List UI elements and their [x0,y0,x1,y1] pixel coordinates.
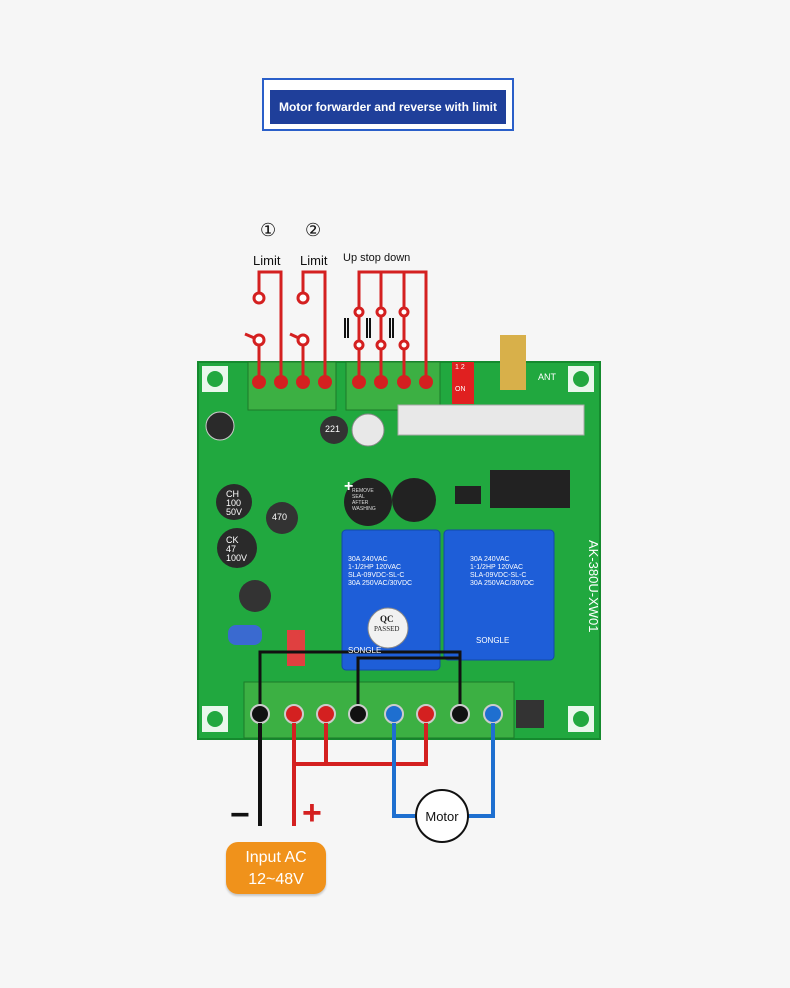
mount-hole-tl [202,366,228,392]
input-ac-box: Input AC 12~48V [226,842,326,894]
banner-title: Motor forwarder and reverse with limit [278,100,498,114]
minus-symbol: − [230,796,250,834]
mount-hole-bl [202,706,228,732]
control-buttons-label: Up stop down [343,252,411,264]
motor-symbol: Motor [415,789,469,843]
wire-blue-motor [392,723,495,818]
relay-2 [443,529,555,661]
dip-switch [452,362,474,404]
inductor-470 [266,502,298,534]
mount-hole-br [568,706,594,732]
inductor-221 [320,416,348,444]
ic-chip-small [455,486,481,504]
banner-inner: Motor forwarder and reverse with limit [268,88,508,126]
limit-switch-2 [289,270,327,382]
limit-label-1: Limit [253,253,281,268]
capacitor-right [351,413,385,447]
limit-number-1: ① [260,220,277,240]
capacitor-mid [392,478,436,522]
control-buttons-wiring [353,270,428,382]
inductor-470-text: 470 [272,512,288,522]
mount-hole-tr [568,366,594,392]
tact-button [516,700,544,728]
limit-switch-1 [244,270,283,382]
limit-number-2: ② [305,220,322,240]
antenna-connector [500,335,526,390]
inductor-221-text: 221 [325,424,341,434]
wire-black-loop [258,650,462,714]
title-banner: Motor forwarder and reverse with limit [262,78,514,136]
qc-stamp [367,607,409,649]
buzzer [344,478,392,526]
bottom-terminal-strip [243,681,515,739]
relay-1 [341,529,441,671]
top-terminal-dots [252,375,433,389]
input-ac-line2: 12~48V [248,871,304,888]
rf-module [397,404,585,436]
pushbutton-symbols [344,318,394,338]
capacitor-ck [217,528,257,568]
blue-cap [228,625,262,645]
input-ac-line1: Input AC [245,849,307,866]
capacitor-ch [216,484,252,520]
ic-chip-main [490,470,570,508]
capacitor-top-left [205,411,235,441]
plus-symbol: + [302,794,322,832]
inductor-bottom [239,580,271,612]
limit-label-2: Limit [300,253,328,268]
wire-red-bridge [294,723,428,766]
board-model: AK-380U-XW01 [586,540,601,633]
dip-switch-label: 1 2 ON [455,364,466,393]
fuse [287,630,305,666]
antenna-label: ANT [538,372,556,382]
motor-label: Motor [425,808,459,824]
buzzer-plus: + [344,478,354,495]
relay1-brand: SONGLE [348,646,382,655]
relay2-brand: SONGLE [476,636,510,645]
